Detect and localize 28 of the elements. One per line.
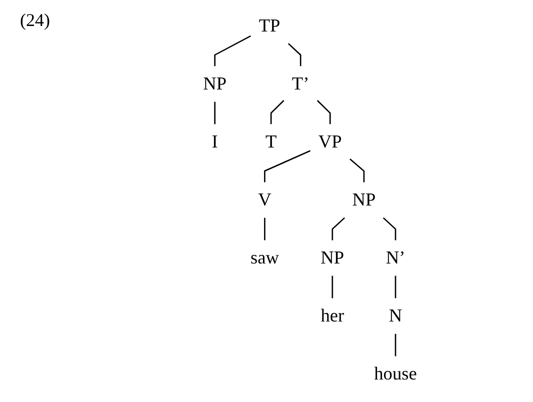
connector <box>270 100 284 124</box>
connector <box>264 150 311 182</box>
node-text: N’ <box>386 247 406 268</box>
connector <box>214 35 252 66</box>
connector <box>332 217 346 240</box>
node-text: T’ <box>292 73 310 94</box>
node-text: V <box>258 189 272 210</box>
node-text: NP <box>352 189 376 210</box>
example-number: (24) <box>20 10 50 31</box>
connector <box>394 276 396 298</box>
node-text: saw <box>250 247 279 268</box>
node-text: I <box>212 131 218 152</box>
node-text: T <box>265 131 277 152</box>
node-text: her <box>320 305 344 326</box>
connector <box>332 276 334 298</box>
node-text: house <box>374 363 417 384</box>
connector <box>264 218 266 240</box>
node-text: TP <box>258 15 280 36</box>
node-text: N <box>388 305 402 326</box>
connector <box>288 43 302 66</box>
connector <box>382 217 396 240</box>
node-text: NP <box>320 247 344 268</box>
node-text: VP <box>318 131 342 152</box>
connector <box>350 158 365 182</box>
connector <box>214 102 216 124</box>
node-text: NP <box>203 73 227 94</box>
connector <box>316 100 331 124</box>
connector <box>394 334 396 356</box>
